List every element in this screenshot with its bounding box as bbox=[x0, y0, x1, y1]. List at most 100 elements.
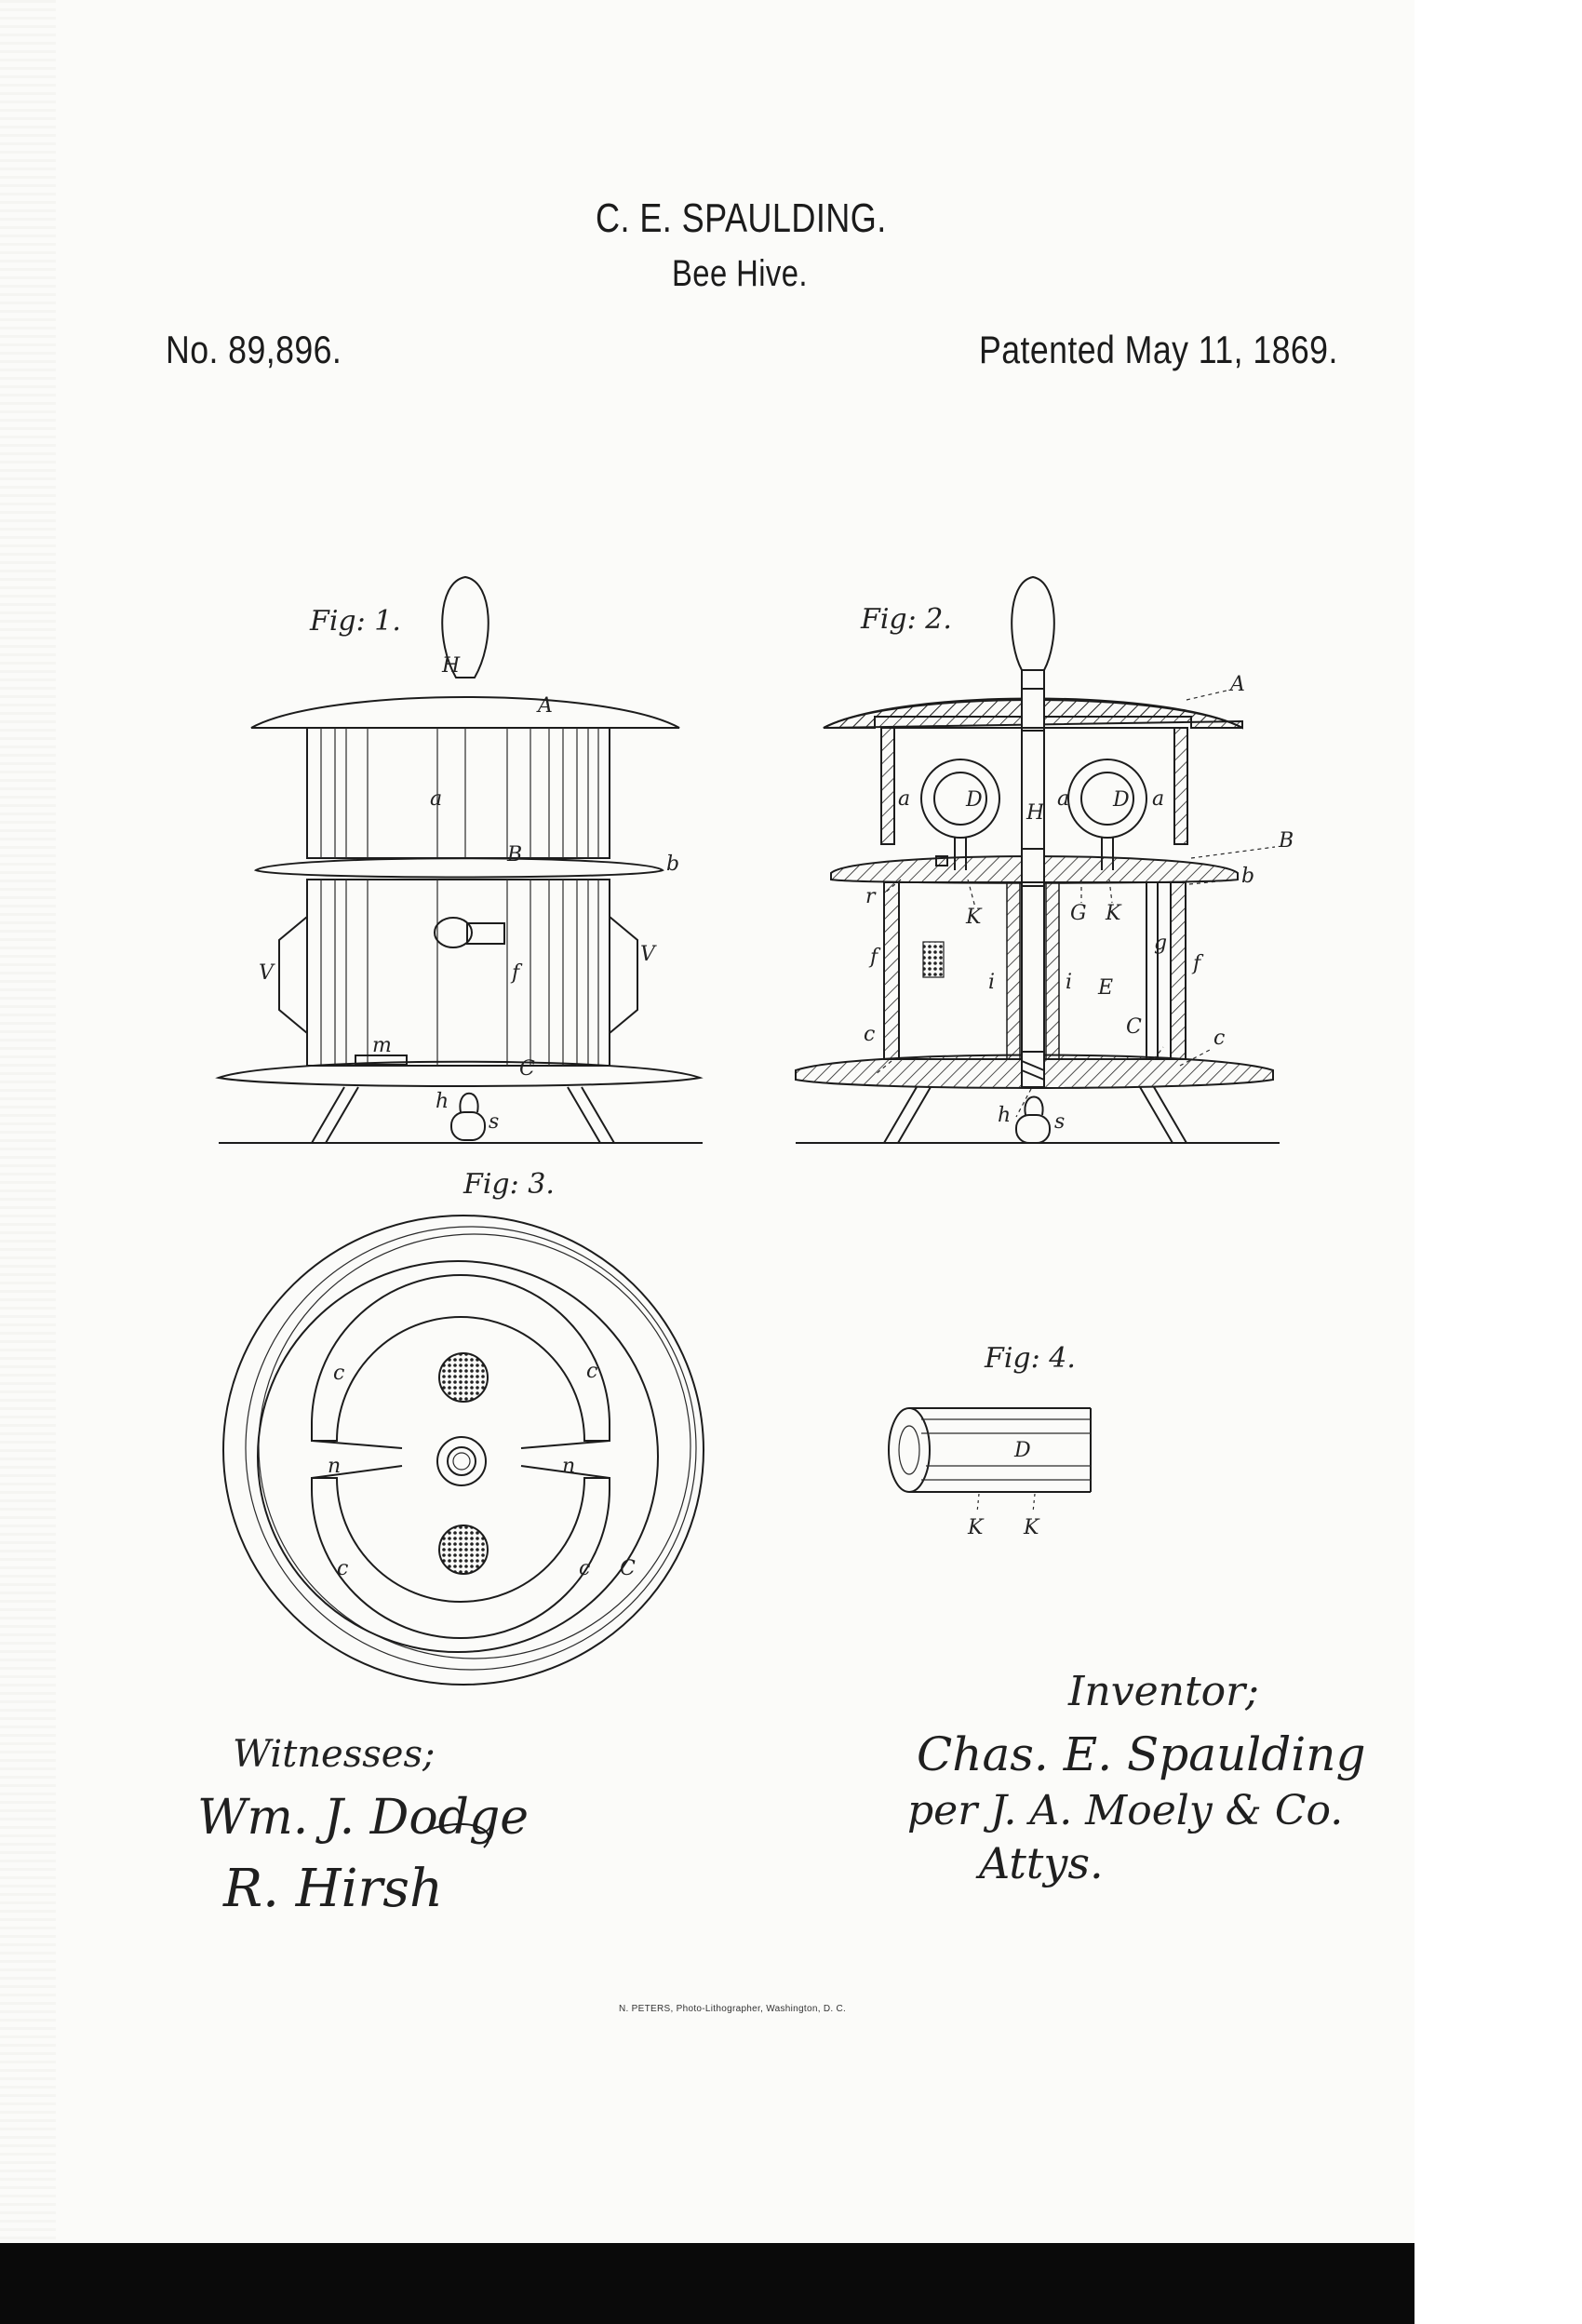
fig1-door-knob bbox=[434, 917, 473, 948]
fig1-callout-f: f bbox=[510, 961, 523, 985]
fig2-lower-wall-left bbox=[883, 881, 900, 1060]
fig1-shelf bbox=[253, 857, 664, 879]
fig3-drawing: c c n n c c C bbox=[222, 1215, 704, 1686]
fig2-callout-D-right: D bbox=[1112, 788, 1130, 812]
fig1-callout-H: H bbox=[441, 654, 461, 678]
witness-1-signature: Wm. J. Dodge bbox=[197, 1790, 529, 1846]
fig2-callout-a-right: a bbox=[1152, 787, 1164, 811]
fig1-upper-body bbox=[306, 727, 610, 859]
fig2-upper-wall-right bbox=[1173, 727, 1188, 845]
fig3-callout-c-br: c bbox=[579, 1557, 590, 1580]
fig2-lower-wall-right bbox=[1170, 881, 1186, 1060]
fig3-callout-c-bl: c bbox=[337, 1557, 348, 1580]
fig1-callout-m: m bbox=[372, 1034, 392, 1057]
fig2-callout-i-left: i bbox=[988, 971, 995, 994]
inventor-name: C. E. SPAULDING. bbox=[596, 195, 887, 241]
fig1-callout-B: B bbox=[506, 843, 522, 866]
fig1-padlock bbox=[450, 1111, 486, 1141]
patent-sheet bbox=[0, 0, 1414, 2324]
patent-date: Patented May 11, 1869. bbox=[979, 328, 1338, 371]
fig2-callout-E: E bbox=[1097, 976, 1113, 1000]
fig2-callout-K-left: K bbox=[965, 906, 983, 929]
fig1-leg-right bbox=[567, 1086, 615, 1144]
fig2-feeder-left bbox=[920, 759, 1000, 839]
fig2-upper-wall-left bbox=[880, 727, 895, 845]
fig1-callout-V-right: V bbox=[640, 943, 657, 966]
fig1-ventilator-right bbox=[609, 916, 638, 1034]
fig2-callout-B: B bbox=[1278, 829, 1294, 853]
fig2-callout-b: b bbox=[1241, 865, 1254, 888]
inventor-signature: Chas. E. Spaulding bbox=[917, 1727, 1365, 1781]
fig2-padlock-shackle bbox=[1024, 1095, 1044, 1116]
fig3-center-boss bbox=[436, 1436, 487, 1486]
scan-edge-noise bbox=[0, 0, 56, 2324]
fig1-padlock-shackle bbox=[459, 1092, 479, 1113]
fig1-callout-A: A bbox=[536, 694, 553, 718]
fig1-entrance bbox=[355, 1055, 408, 1066]
fig3-inner-rim bbox=[257, 1260, 659, 1653]
fig2-padlock bbox=[1015, 1114, 1051, 1144]
fig2-callout-i-right: i bbox=[1066, 971, 1072, 994]
fig2-callout-D-left: D bbox=[965, 788, 983, 812]
fig2-callout-s: s bbox=[1054, 1110, 1065, 1134]
witnesses-label: Witnesses; bbox=[233, 1733, 436, 1776]
fig3-slot-right bbox=[520, 1440, 610, 1479]
fig2-callout-c-right: c bbox=[1213, 1027, 1225, 1050]
fig1-callout-V-left: V bbox=[259, 961, 275, 985]
attorney-signature: per J. A. Moely & Co. bbox=[907, 1787, 1343, 1834]
fig2-callout-C: C bbox=[1126, 1015, 1142, 1039]
inventor-signatures: Chas. E. Spaulding per J. A. Moely & Co.… bbox=[907, 1727, 1365, 1888]
fig2-callout-f-left: f bbox=[868, 946, 881, 969]
invention-title: Bee Hive. bbox=[672, 253, 808, 294]
fig2-callout-a-mid: a bbox=[1057, 787, 1069, 811]
fig1-label: Fig: 1. bbox=[310, 605, 401, 638]
inventor-label: Inventor; bbox=[1068, 1668, 1259, 1715]
fig3-upper-ring bbox=[311, 1274, 610, 1442]
fig1-callout-h: h bbox=[436, 1090, 449, 1113]
fig4-label: Fig: 4. bbox=[985, 1342, 1076, 1375]
fig1-handle bbox=[441, 575, 489, 678]
fig3-slot-left bbox=[311, 1440, 403, 1479]
fig3-callout-c-tr: c bbox=[586, 1360, 597, 1383]
fig2-callout-f-right: f bbox=[1191, 952, 1204, 975]
fig4-callout-K-right: K bbox=[1023, 1516, 1040, 1539]
fig3-outer-rim bbox=[222, 1215, 704, 1686]
fig3-hole-top bbox=[438, 1352, 489, 1403]
fig2-grille bbox=[922, 941, 945, 978]
fig2-label: Fig: 2. bbox=[861, 603, 952, 636]
fig1-drawing: H A a B b V V f m C h s bbox=[215, 575, 704, 1144]
fig2-callout-A: A bbox=[1228, 673, 1245, 696]
fig4-callout-D: D bbox=[1013, 1439, 1031, 1462]
fig4-drawing: D K K bbox=[888, 1407, 1092, 1539]
fig2-handle bbox=[1011, 575, 1055, 671]
fig2-feeder-right bbox=[1067, 759, 1147, 839]
fig2-callout-a-left: a bbox=[898, 787, 910, 811]
fig3-callout-n-left: n bbox=[328, 1455, 341, 1478]
fig1-callout-b: b bbox=[666, 853, 679, 876]
fig2-callout-h: h bbox=[998, 1104, 1011, 1127]
fig2-drawing: A H a a a D D B b r K G K f f g i i E c … bbox=[795, 575, 1294, 1144]
witness-signatures: Wm. J. Dodge R. Hirsh bbox=[197, 1790, 529, 1919]
fig4-callout-K-left: K bbox=[967, 1516, 985, 1539]
patent-number: No. 89,896. bbox=[166, 328, 342, 371]
attorney-title: Attys. bbox=[975, 1838, 1104, 1888]
fig2-callout-K-right: K bbox=[1105, 902, 1122, 925]
printer-credit: N. PETERS, Photo-Lithographer, Washingto… bbox=[619, 2004, 847, 2014]
fig3-hole-bottom bbox=[438, 1525, 489, 1575]
fig3-callout-C: C bbox=[620, 1557, 636, 1580]
fig1-ventilator-left bbox=[278, 916, 308, 1034]
fig2-callout-G: G bbox=[1070, 902, 1087, 925]
fig1-callout-C: C bbox=[519, 1057, 535, 1081]
fig1-roof bbox=[250, 696, 680, 729]
fig3-callout-n-right: n bbox=[562, 1455, 575, 1478]
fig1-base bbox=[215, 1060, 704, 1087]
fig2-callout-g: g bbox=[1154, 932, 1167, 955]
fig1-leg-left bbox=[311, 1086, 359, 1144]
fig1-callout-s: s bbox=[489, 1110, 499, 1134]
fig1-door-latch bbox=[466, 922, 505, 945]
scan-bottom-border bbox=[0, 2243, 1414, 2324]
fig2-callout-r: r bbox=[865, 885, 877, 908]
fig2-callout-H: H bbox=[1026, 801, 1045, 825]
fig3-callout-c-tl: c bbox=[333, 1362, 344, 1385]
